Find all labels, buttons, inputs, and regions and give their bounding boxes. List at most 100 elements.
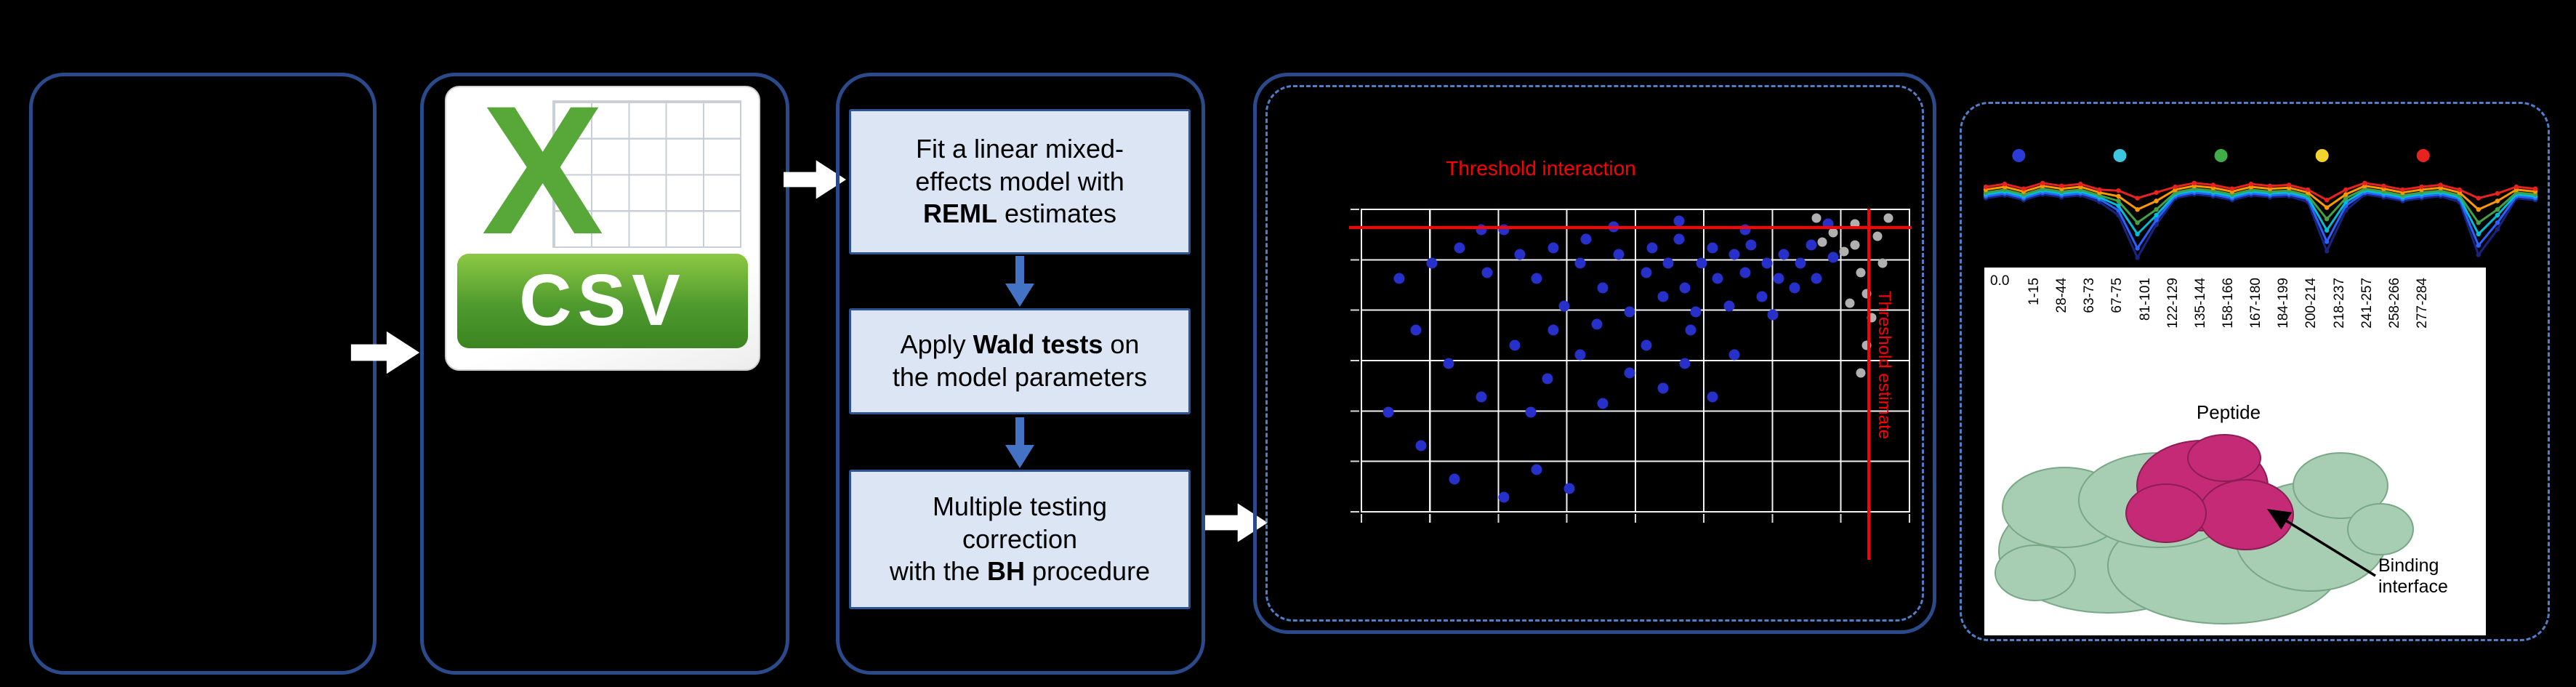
scatter-point xyxy=(1806,239,1817,251)
scatter-point xyxy=(1574,257,1586,269)
timepoint-dot xyxy=(2416,149,2430,162)
scatter-point xyxy=(1574,349,1586,361)
threshold-hline xyxy=(1349,226,1912,229)
scatter-point xyxy=(1563,483,1575,494)
scatter-point xyxy=(1662,257,1674,269)
scatter-point xyxy=(1789,282,1800,294)
scatter-point xyxy=(1449,473,1460,485)
scatter-point xyxy=(1696,257,1707,269)
scatter-point xyxy=(1778,249,1790,260)
scatter-point xyxy=(1690,306,1702,318)
arrow-right-icon xyxy=(1205,503,1268,542)
scatter-point-ns xyxy=(1839,246,1849,257)
scatter-point xyxy=(1745,239,1757,251)
csv-file-icon: X CSV xyxy=(445,68,760,371)
scatter-point xyxy=(1756,291,1768,302)
threshold-interaction-label: Threshold interaction xyxy=(1446,157,1636,180)
scatter-point xyxy=(1481,267,1493,278)
scatter-point-ns xyxy=(1850,240,1860,250)
scatter-point-ns xyxy=(1883,213,1893,223)
panel-model xyxy=(836,73,1205,675)
scatter-point xyxy=(1509,340,1521,351)
scatter-point xyxy=(1673,215,1685,227)
scatter-point xyxy=(1624,367,1635,379)
csv-banner-label: CSV xyxy=(519,260,686,342)
scatter-point xyxy=(1624,306,1635,318)
scatter-point xyxy=(1498,491,1510,503)
panel-scatter xyxy=(1253,73,1936,634)
timepoint-dot xyxy=(2012,149,2026,162)
arrow-down-icon xyxy=(1005,256,1034,307)
scatter-point xyxy=(1673,233,1685,245)
spreadsheet-grid-icon xyxy=(552,100,741,249)
timepoint-dot xyxy=(2113,149,2127,162)
scatter-point xyxy=(1476,391,1487,403)
scatter-point xyxy=(1657,291,1669,302)
scatter-point xyxy=(1547,324,1559,336)
scatter-point xyxy=(1641,267,1652,278)
uptake-profile-chart xyxy=(1983,149,2538,260)
scatter-point xyxy=(1641,340,1652,351)
scatter-point xyxy=(1580,233,1592,245)
scatter-plot xyxy=(1361,209,1910,513)
scatter-point xyxy=(1646,242,1658,254)
protein-structure xyxy=(1995,434,2414,624)
scatter-point xyxy=(1531,464,1542,475)
peptide-axis-label: Peptide xyxy=(2196,401,2261,423)
y-axis-ticks xyxy=(1351,209,1359,513)
scatter-point xyxy=(1547,242,1559,254)
scatter-point-ns xyxy=(1845,298,1855,308)
scatter-point xyxy=(1707,391,1718,403)
arrow-right-icon xyxy=(350,331,420,374)
arrow-down-icon xyxy=(1005,417,1034,468)
scatter-point xyxy=(1679,358,1691,369)
scatter-point xyxy=(1728,249,1740,260)
scatter-point xyxy=(1712,273,1723,284)
scatter-point xyxy=(1767,309,1779,321)
scatter-point xyxy=(1426,257,1438,269)
panel-csv xyxy=(420,73,789,675)
scatter-point xyxy=(1558,300,1570,312)
scatter-point xyxy=(1739,267,1751,278)
scatter-point xyxy=(1410,324,1422,336)
scatter-point xyxy=(1597,398,1609,409)
scatter-point xyxy=(1591,318,1603,330)
scatter-point-ns xyxy=(1877,258,1888,268)
binding-interface-arrow xyxy=(2267,509,2376,577)
scatter-point-ns xyxy=(1828,228,1838,238)
binding-interface-label: Binding interface xyxy=(2378,555,2448,597)
scatter-point xyxy=(1707,242,1718,254)
scatter-point xyxy=(1728,349,1740,361)
scatter-point xyxy=(1525,406,1537,418)
scatter-point-ns xyxy=(1872,231,1883,241)
scatter-point xyxy=(1514,249,1526,260)
scatter-point xyxy=(1773,273,1784,284)
panel-scatter-dashed-border xyxy=(1265,85,1924,622)
panel-1 xyxy=(29,73,377,675)
excel-x-icon: X xyxy=(481,68,604,273)
arrow-right-icon xyxy=(784,160,846,199)
scatter-point xyxy=(1679,282,1691,294)
scatter-point-ns xyxy=(1856,268,1866,278)
scatter-point xyxy=(1454,242,1465,254)
panel-results xyxy=(1960,102,2550,641)
profile-y-tick: 0.0 xyxy=(1990,273,2010,289)
timepoint-dot xyxy=(2315,149,2329,162)
scatter-point xyxy=(1761,257,1773,269)
timepoint-dot xyxy=(2214,149,2228,162)
scatter-point xyxy=(1382,406,1394,418)
scatter-point xyxy=(1443,358,1454,369)
scatter-point xyxy=(1811,273,1822,284)
scatter-point xyxy=(1723,300,1735,312)
x-axis-ticks xyxy=(1361,514,1910,523)
scatter-point-ns xyxy=(1817,237,1827,247)
scatter-point xyxy=(1795,257,1806,269)
scatter-point-ns xyxy=(1811,213,1822,223)
threshold-estimate-label: Threshold estimate xyxy=(1875,291,1894,440)
scatter-point xyxy=(1657,382,1669,394)
scatter-point-ns xyxy=(1856,368,1866,378)
scatter-point xyxy=(1531,273,1542,284)
